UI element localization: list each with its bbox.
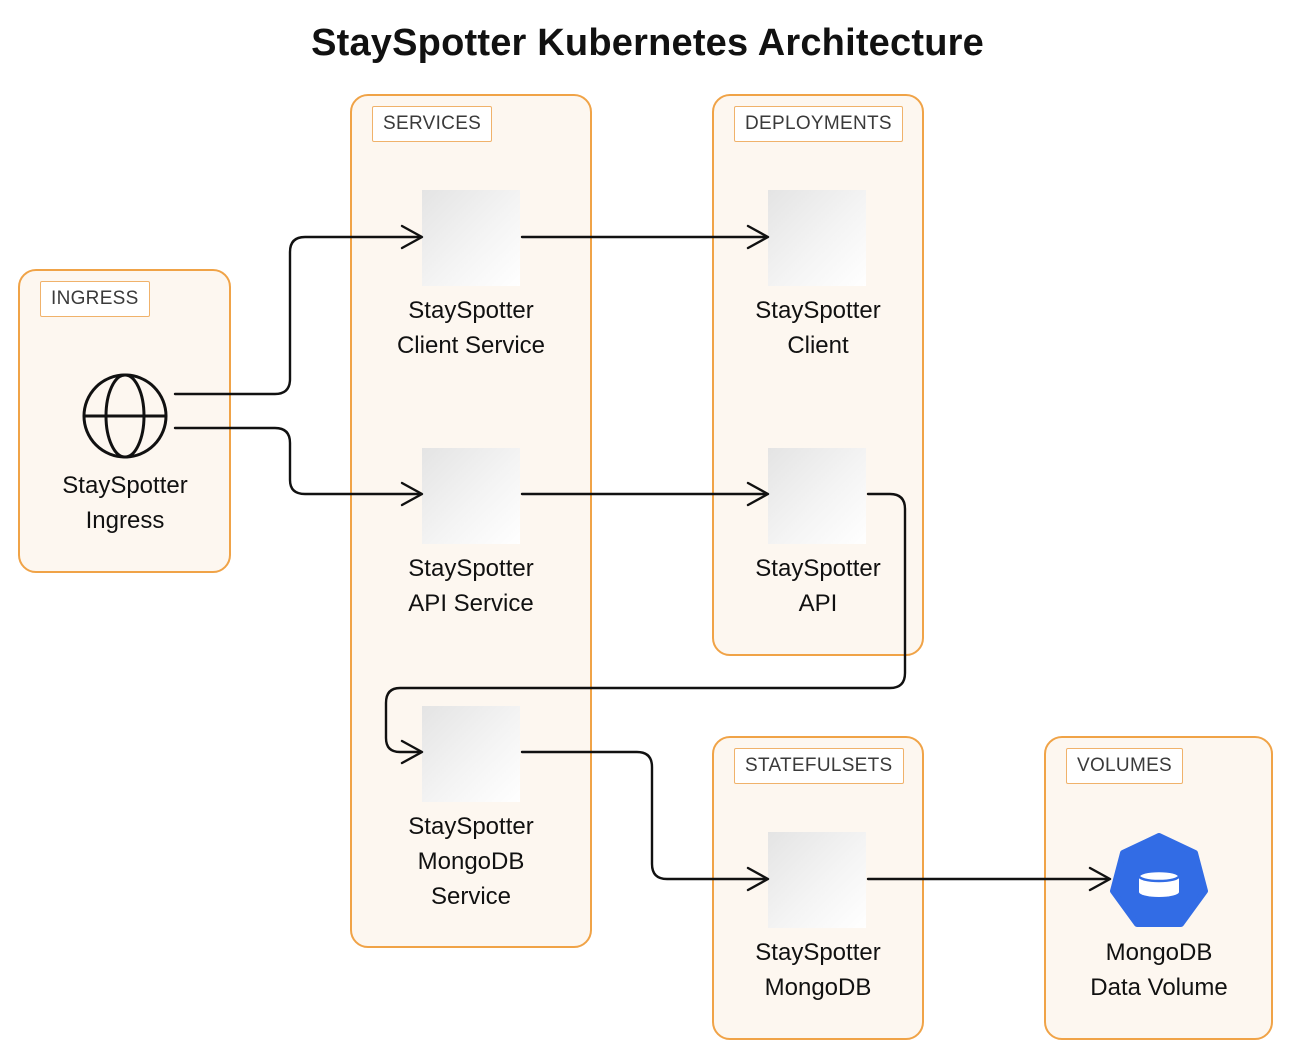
node-mongodb-service-line1: StaySpotter <box>408 813 534 840</box>
node-api-service-line2: API Service <box>408 590 534 617</box>
node-client-service-label: StaySpotter Client Service <box>361 293 581 363</box>
group-deployments: DEPLOYMENTS <box>712 94 924 656</box>
arrowhead-mongodb-service <box>400 739 424 765</box>
node-client-line2: Client <box>787 332 849 359</box>
group-ingress: INGRESS <box>18 269 231 573</box>
arrowhead-api <box>746 481 770 507</box>
node-api-service-line1: StaySpotter <box>408 555 534 582</box>
arrowhead-mongodb <box>746 866 770 892</box>
node-data-volume-line2: Data Volume <box>1090 974 1228 1001</box>
node-ingress-label: StaySpotter Ingress <box>15 468 235 538</box>
node-client-service-line1: StaySpotter <box>408 297 534 324</box>
node-api-line2: API <box>798 590 838 617</box>
node-api-line1: StaySpotter <box>755 555 881 582</box>
group-label-statefulsets: STATEFULSETS <box>734 748 904 784</box>
node-client-service-line2: Client Service <box>396 332 546 359</box>
node-mongodb-service-line3: Service <box>430 883 512 910</box>
edge-mongodb-service-to-mongodb <box>520 750 768 881</box>
diagram-title: StaySpotter Kubernetes Architecture <box>311 22 984 64</box>
group-label-deployments: DEPLOYMENTS <box>734 106 903 142</box>
group-label-services: SERVICES <box>372 106 493 142</box>
node-mongodb-line1: StaySpotter <box>755 939 881 966</box>
edge-ingress-to-api-service <box>173 426 422 496</box>
arrowhead-client-service <box>400 224 424 250</box>
node-client-label: StaySpotter Client <box>708 293 928 363</box>
group-label-ingress: INGRESS <box>40 281 150 317</box>
edge-api-to-mongodb-service <box>384 492 907 754</box>
node-ingress-line2: Ingress <box>85 507 165 534</box>
node-mongodb-line2: MongoDB <box>764 974 872 1001</box>
node-mongodb-label: StaySpotter MongoDB <box>708 935 928 1005</box>
volume-icon <box>1110 833 1208 927</box>
node-api-service-label: StaySpotter API Service <box>361 551 581 621</box>
node-mongodb-service-line2: MongoDB <box>417 848 525 875</box>
node-client-line1: StaySpotter <box>755 297 881 324</box>
group-label-volumes: VOLUMES <box>1066 748 1184 784</box>
node-mongodb-service-label: StaySpotter MongoDB Service <box>361 809 581 914</box>
globe-icon <box>82 373 168 459</box>
node-data-volume-label: MongoDB Data Volume <box>1049 935 1269 1005</box>
arrowhead-api-service <box>400 481 424 507</box>
node-api-service-icon <box>422 448 520 544</box>
node-client-icon <box>768 190 866 286</box>
arrowhead-client <box>746 224 770 250</box>
node-mongodb-service-icon <box>422 706 520 802</box>
arrowhead-data-volume <box>1088 866 1112 892</box>
edge-ingress-to-client-service <box>173 235 422 396</box>
node-ingress-line1: StaySpotter <box>62 472 188 499</box>
node-api-icon <box>768 448 866 544</box>
node-client-service-icon <box>422 190 520 286</box>
node-data-volume-line1: MongoDB <box>1105 939 1213 966</box>
node-api-label: StaySpotter API <box>708 551 928 621</box>
node-mongodb-icon <box>768 832 866 928</box>
